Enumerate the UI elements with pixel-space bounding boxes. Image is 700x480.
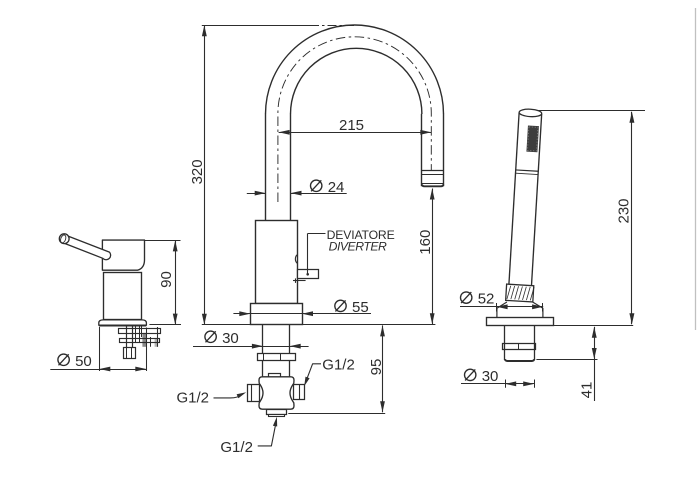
svg-text:41: 41 [578,382,595,399]
svg-text:G1/2: G1/2 [220,439,253,456]
svg-text:320: 320 [189,159,206,184]
svg-text:24: 24 [328,179,345,196]
svg-text:215: 215 [339,117,364,134]
svg-text:95: 95 [368,359,385,376]
svg-text:DEVIATORE: DEVIATORE [327,228,395,242]
svg-text:DIVERTER: DIVERTER [329,239,387,253]
svg-text:30: 30 [482,368,499,385]
svg-text:G1/2: G1/2 [177,390,210,407]
svg-text:160: 160 [417,230,434,255]
svg-text:50: 50 [75,353,92,370]
svg-text:230: 230 [615,198,632,223]
svg-text:90: 90 [158,271,175,288]
svg-text:52: 52 [478,291,495,308]
svg-text:G1/2: G1/2 [322,357,355,374]
svg-text:30: 30 [222,330,239,347]
svg-text:55: 55 [352,299,369,316]
